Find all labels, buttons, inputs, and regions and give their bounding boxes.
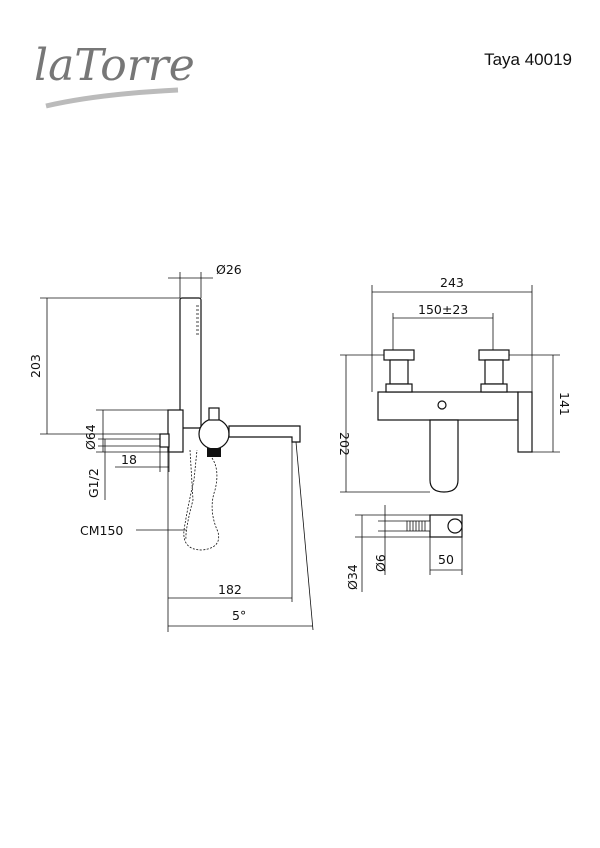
left-nut-top (383, 349, 415, 361)
right-nut-base (480, 383, 508, 393)
diverter-knob (208, 407, 220, 421)
dim-g12: G1/2 (86, 468, 101, 498)
dim-d26: Ø26 (216, 262, 242, 277)
dim-18: 18 (121, 452, 137, 467)
dim-d6: Ø6 (373, 554, 388, 572)
holder-detail: Ø34 Ø6 50 (345, 505, 463, 592)
dim-angle5: 5° (232, 608, 246, 623)
front-body (377, 391, 519, 421)
holder-ring (447, 518, 463, 534)
screw-thread (409, 521, 426, 531)
front-spout (429, 419, 459, 493)
label-cm150: CM150 (80, 523, 123, 538)
dim-h202: 202 (337, 432, 352, 456)
front-diverter (437, 400, 447, 410)
shower-nozzles (196, 305, 199, 335)
right-nut-top (478, 349, 510, 361)
hand-shower (179, 297, 202, 429)
wall-flange (167, 409, 184, 453)
latorre-logo: laTorre (34, 40, 195, 109)
dim-c150: 150±23 (418, 302, 468, 317)
dim-w243: 243 (440, 275, 464, 290)
dim-h203: 203 (28, 354, 43, 378)
dim-w182: 182 (218, 582, 242, 597)
hose-connector (207, 448, 221, 457)
shower-hose-back (185, 449, 194, 541)
dim-h141: 141 (557, 392, 572, 416)
right-nut (484, 359, 504, 385)
shower-hose (183, 449, 220, 551)
left-nut (389, 359, 409, 385)
holder-screw (406, 520, 431, 532)
dim-w50: 50 (438, 552, 454, 567)
dim-d34: Ø34 (345, 564, 360, 590)
side-view: Ø26 203 Ø64 18 G1/2 CM150 182 5° (28, 262, 314, 632)
mixer-body (198, 418, 230, 450)
dim-d64: Ø64 (83, 424, 98, 450)
left-nut-base (385, 383, 413, 393)
front-view: 243 150±23 202 141 (337, 275, 572, 493)
logo-text: laTorre (34, 40, 195, 91)
front-handle (517, 391, 533, 453)
model-title: Taya 40019 (484, 50, 572, 69)
inlet-connector (159, 433, 170, 448)
spout (228, 425, 301, 443)
